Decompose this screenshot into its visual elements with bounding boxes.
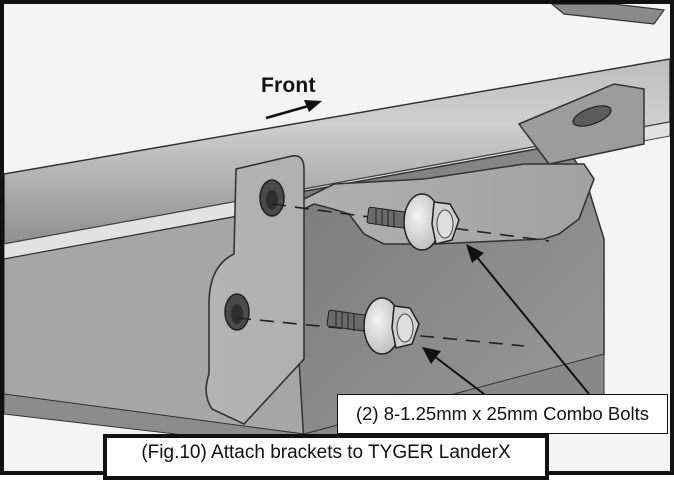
arrow-right-icon: [265, 100, 322, 120]
upper-bracket-part: [551, 4, 666, 25]
mounting-plate: [205, 154, 595, 425]
front-direction-label: Front: [261, 74, 316, 97]
lower-combo-bolt: [326, 297, 420, 355]
figure-caption: (Fig.10) Attach brackets to TYGER Lander…: [103, 434, 549, 480]
bolt-callout-label: (2) 8-1.25mm x 25mm Combo Bolts: [337, 394, 668, 434]
leader-arrow-icon: [422, 244, 590, 395]
bracket-top-tab: [517, 83, 645, 165]
upper-combo-bolt: [366, 193, 460, 251]
